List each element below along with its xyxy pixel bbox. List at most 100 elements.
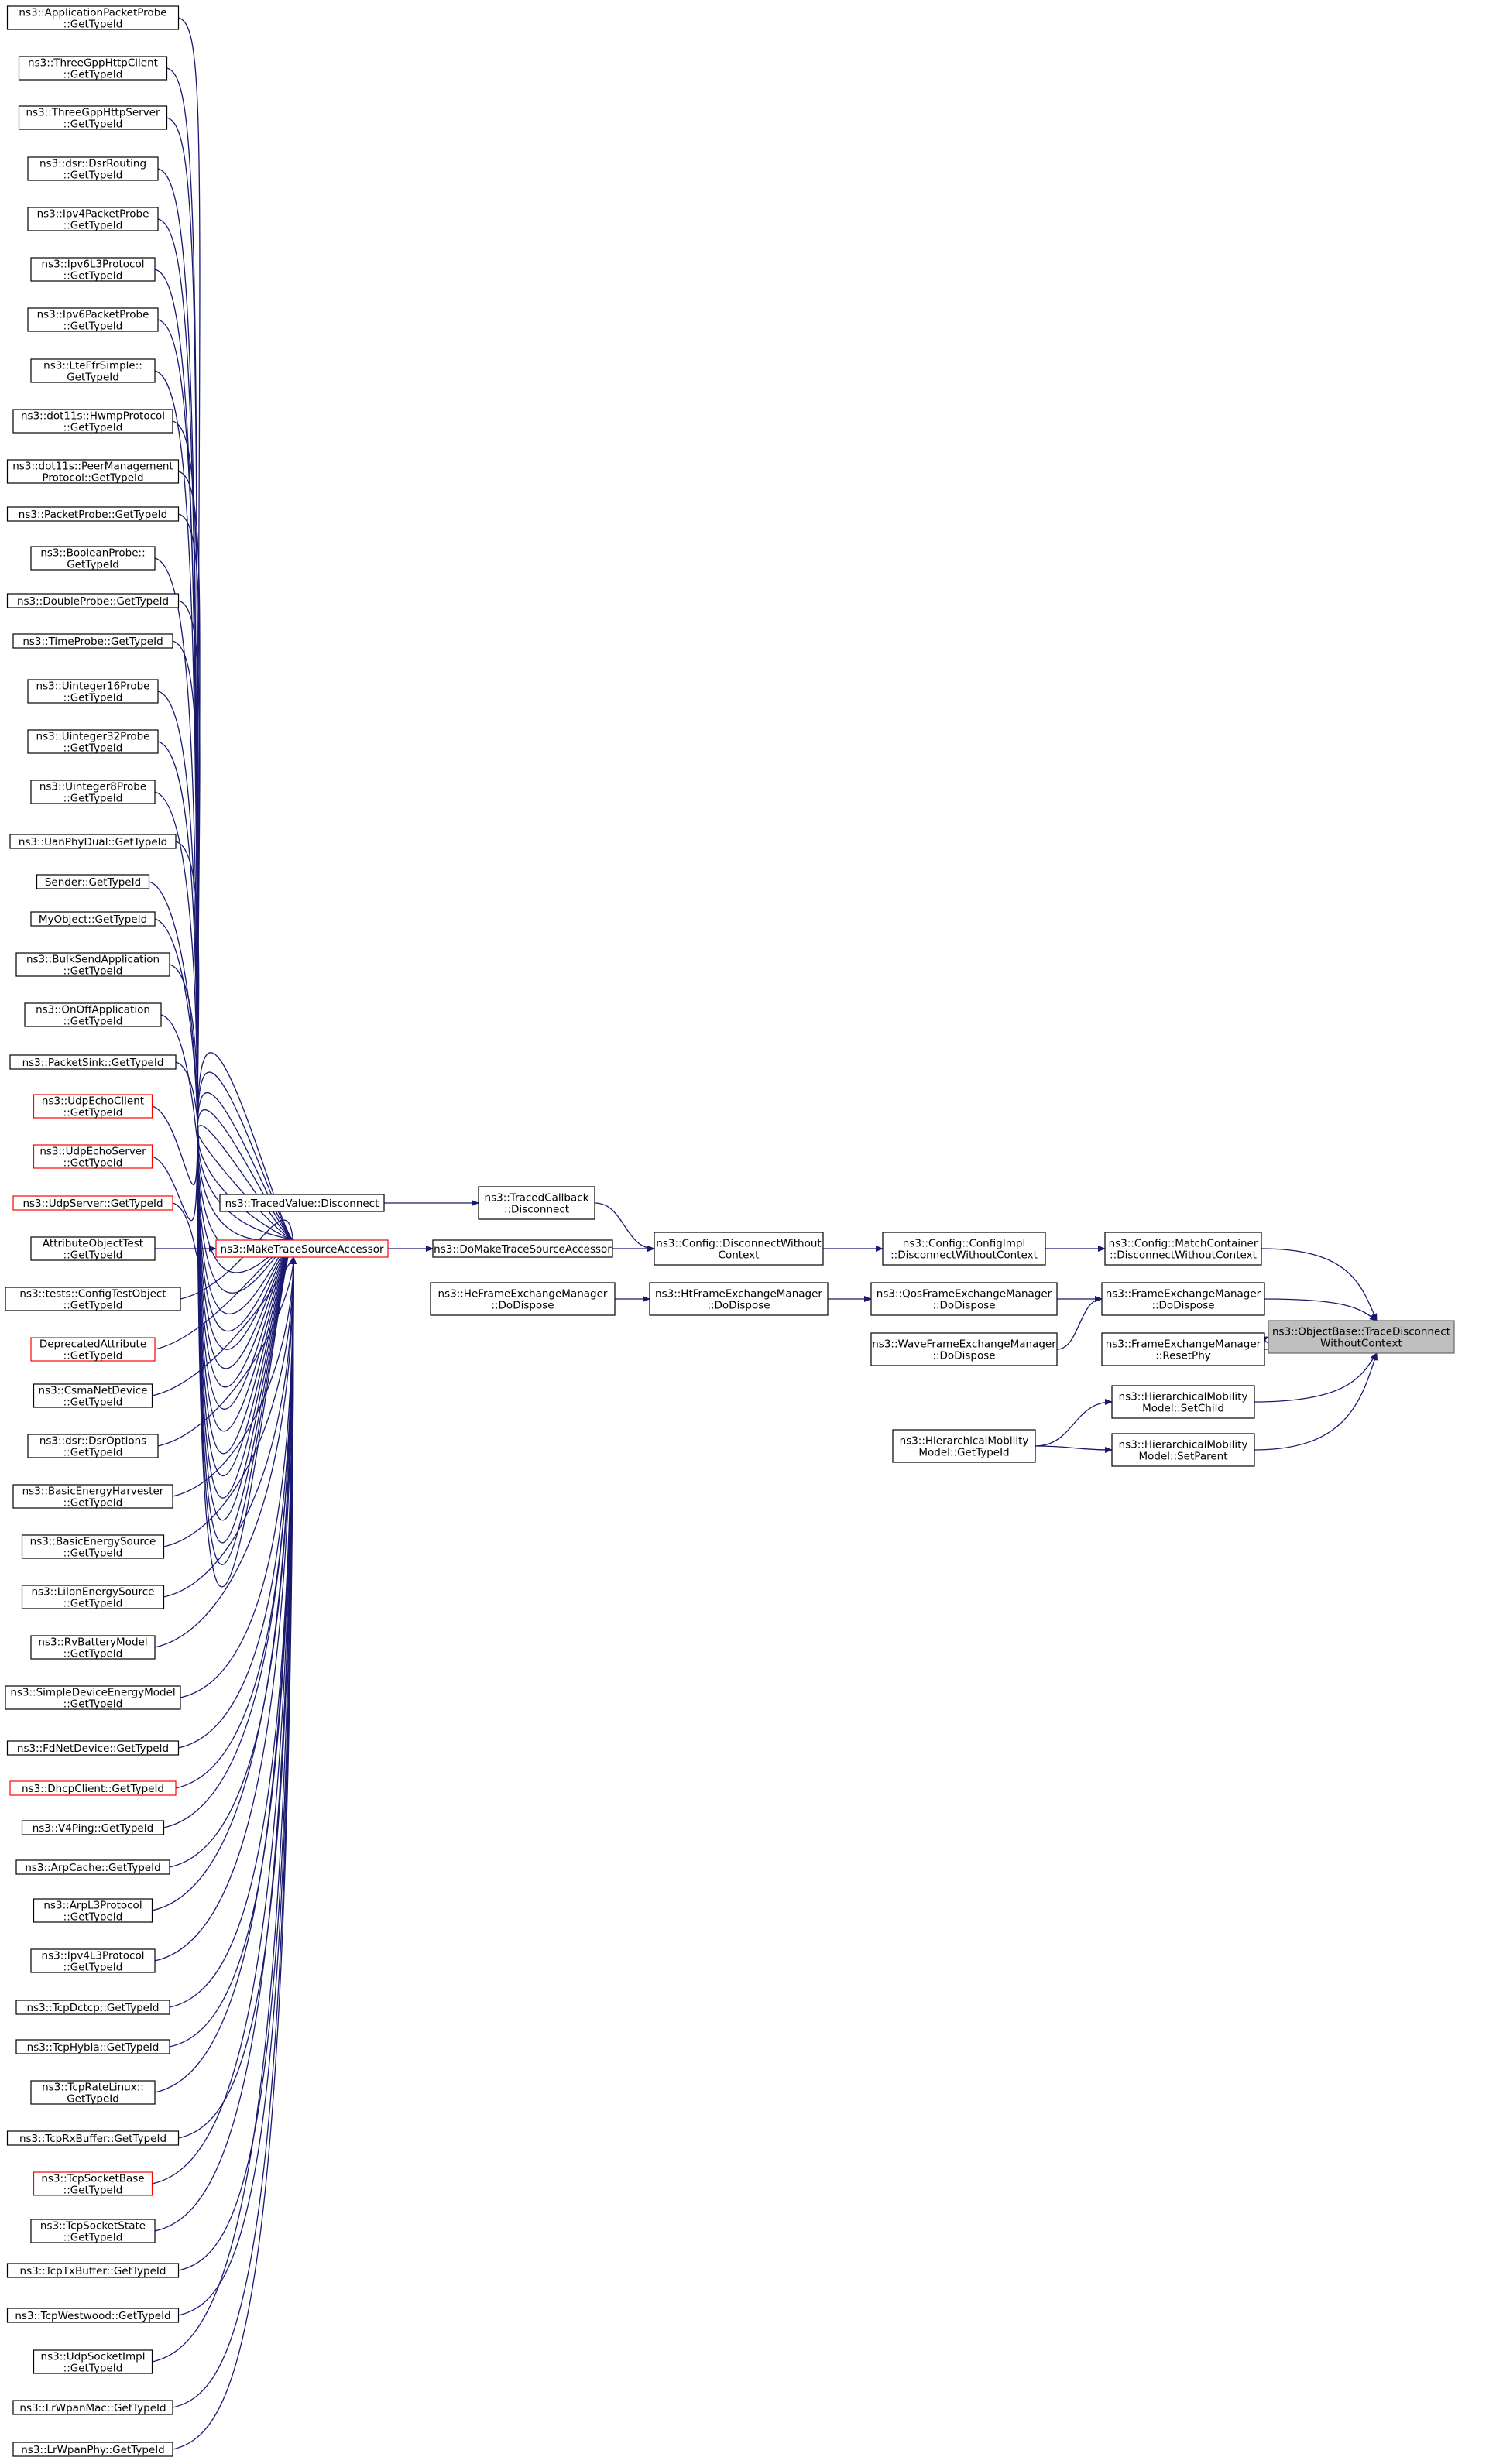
node-label: ns3::RvBatteryModel xyxy=(38,1636,147,1649)
graph-node-tcd[interactable]: ns3::TracedCallback::Disconnect xyxy=(478,1186,595,1220)
graph-node-L46[interactable]: ns3::TcpSocketBase::GetTypeId xyxy=(33,2171,153,2197)
graph-node-L6[interactable]: ns3::Ipv6PacketProbe::GetTypeId xyxy=(27,307,159,333)
edge-L29-to-mtsa xyxy=(152,1249,296,1396)
graph-node-L34[interactable]: ns3::RvBatteryModel::GetTypeId xyxy=(30,1635,156,1660)
graph-node-L36[interactable]: ns3::FdNetDevice::GetTypeId xyxy=(6,1740,180,1756)
graph-node-L52[interactable]: ns3::LrWpanPhy::GetTypeId xyxy=(12,2442,173,2457)
node-box xyxy=(478,1186,595,1220)
node-label: ns3::FrameExchangeManager xyxy=(1106,1338,1261,1351)
graph-node-heDispose[interactable]: ns3::HeFrameExchangeManager::DoDispose xyxy=(430,1282,616,1316)
node-label: DeprecatedAttribute xyxy=(39,1338,146,1351)
graph-node-L31[interactable]: ns3::BasicEnergyHarvester::GetTypeId xyxy=(12,1484,173,1510)
graph-node-L17[interactable]: ns3::UanPhyDual::GetTypeId xyxy=(9,834,177,849)
edge-L52-to-mtsa xyxy=(172,1256,297,2450)
graph-node-domtsa[interactable]: ns3::DoMakeTraceSourceAccessor xyxy=(432,1239,613,1258)
graph-node-L32[interactable]: ns3::BasicEnergySource::GetTypeId xyxy=(21,1534,165,1560)
node-label: ns3::DhcpClient::GetTypeId xyxy=(22,1783,164,1795)
graph-node-L7[interactable]: ns3::LteFfrSimple::GetTypeId xyxy=(30,358,156,384)
graph-node-L19[interactable]: MyObject::GetTypeId xyxy=(30,911,156,927)
graph-node-L0[interactable]: ns3::ApplicationPacketProbe::GetTypeId xyxy=(6,5,180,31)
graph-node-waveDispose[interactable]: ns3::WaveFrameExchangeManager::DoDispose xyxy=(870,1332,1058,1366)
graph-node-L2[interactable]: ns3::ThreeGppHttpServer::GetTypeId xyxy=(18,105,168,131)
graph-node-L45[interactable]: ns3::TcpRxBuffer::GetTypeId xyxy=(6,2130,180,2146)
graph-node-L20[interactable]: ns3::BulkSendApplication::GetTypeId xyxy=(15,952,170,978)
edge-L46-to-mtsa xyxy=(152,1256,297,2185)
graph-node-L25[interactable]: ns3::UdpServer::GetTypeId xyxy=(12,1195,173,1211)
graph-node-L13[interactable]: ns3::TimeProbe::GetTypeId xyxy=(12,633,173,649)
graph-node-L37[interactable]: ns3::DhcpClient::GetTypeId xyxy=(9,1780,177,1796)
graph-node-L38[interactable]: ns3::V4Ping::GetTypeId xyxy=(21,1820,165,1835)
graph-node-L16[interactable]: ns3::Uinteger8Probe::GetTypeId xyxy=(30,780,156,805)
graph-node-obj[interactable]: ns3::ObjectBase::TraceDisconnectWithoutC… xyxy=(1268,1320,1455,1354)
graph-node-L24[interactable]: ns3::UdpEchoServer::GetTypeId xyxy=(33,1144,153,1170)
graph-node-L27[interactable]: ns3::tests::ConfigTestObject::GetTypeId xyxy=(5,1287,181,1312)
node-label: ::DoDispose xyxy=(932,1300,995,1312)
graph-node-L14[interactable]: ns3::Uinteger16Probe::GetTypeId xyxy=(27,679,159,704)
graph-node-L50[interactable]: ns3::UdpSocketImpl::GetTypeId xyxy=(33,2349,153,2375)
graph-node-L43[interactable]: ns3::TcpHybla::GetTypeId xyxy=(15,2039,170,2054)
graph-node-L18[interactable]: Sender::GetTypeId xyxy=(36,874,150,889)
graph-node-L40[interactable]: ns3::ArpL3Protocol::GetTypeId xyxy=(33,1898,153,1924)
graph-node-L29[interactable]: ns3::CsmaNetDevice::GetTypeId xyxy=(33,1383,153,1409)
node-label: ns3::ArpCache::GetTypeId xyxy=(25,1862,160,1874)
node-box xyxy=(30,546,156,571)
node-label: ns3::HierarchicalMobility xyxy=(1119,1439,1248,1451)
graph-node-L3[interactable]: ns3::dsr::DsrRouting::GetTypeId xyxy=(27,156,159,182)
graph-node-L33[interactable]: ns3::LiIonEnergySource::GetTypeId xyxy=(21,1585,165,1610)
graph-node-L8[interactable]: ns3::dot11s::HwmpProtocol::GetTypeId xyxy=(12,409,173,434)
node-label: ::GetTypeId xyxy=(63,1107,123,1119)
graph-node-L42[interactable]: ns3::TcpDctcp::GetTypeId xyxy=(15,2000,170,2015)
node-box xyxy=(18,105,168,130)
graph-node-L47[interactable]: ns3::TcpSocketState::GetTypeId xyxy=(30,2219,156,2244)
graph-node-L39[interactable]: ns3::ArpCache::GetTypeId xyxy=(15,1859,170,1875)
node-label: ns3::V4Ping::GetTypeId xyxy=(33,1822,154,1835)
graph-node-qosDispose[interactable]: ns3::QosFrameExchangeManager::DoDispose xyxy=(870,1282,1058,1316)
node-label: ::GetTypeId xyxy=(63,1016,123,1028)
graph-node-L48[interactable]: ns3::TcpTxBuffer::GetTypeId xyxy=(6,2263,180,2278)
graph-node-L22[interactable]: ns3::PacketSink::GetTypeId xyxy=(9,1054,177,1070)
graph-node-L10[interactable]: ns3::PacketProbe::GetTypeId xyxy=(6,506,180,522)
graph-node-L12[interactable]: ns3::DoubleProbe::GetTypeId xyxy=(6,593,180,608)
node-box xyxy=(5,1685,181,1710)
graph-node-cfgImpl[interactable]: ns3::Config::ConfigImpl::DisconnectWitho… xyxy=(882,1232,1046,1266)
node-box xyxy=(12,409,173,434)
graph-node-L49[interactable]: ns3::TcpWestwood::GetTypeId xyxy=(6,2308,180,2323)
graph-node-L44[interactable]: ns3::TcpRateLinux::GetTypeId xyxy=(30,2080,156,2106)
graph-node-L1[interactable]: ns3::ThreeGppHttpClient::GetTypeId xyxy=(18,56,168,81)
graph-node-L11[interactable]: ns3::BooleanProbe::GetTypeId xyxy=(30,546,156,571)
graph-node-L21[interactable]: ns3::OnOffApplication::GetTypeId xyxy=(24,1002,162,1028)
node-box xyxy=(12,1484,173,1509)
graph-node-L41[interactable]: ns3::Ipv4L3Protocol::GetTypeId xyxy=(30,1948,156,1974)
graph-node-matchCont[interactable]: ns3::Config::MatchContainer::DisconnectW… xyxy=(1104,1232,1262,1266)
node-box xyxy=(27,729,159,754)
graph-node-L51[interactable]: ns3::LrWpanMac::GetTypeId xyxy=(12,2400,173,2415)
node-label: ns3::FrameExchangeManager xyxy=(1106,1288,1261,1301)
node-box xyxy=(15,2000,170,2015)
node-label: ns3::ArpL3Protocol xyxy=(43,1900,142,1912)
graph-node-L15[interactable]: ns3::Uinteger32Probe::GetTypeId xyxy=(27,729,159,755)
graph-node-L4[interactable]: ns3::Ipv4PacketProbe::GetTypeId xyxy=(27,207,159,232)
graph-node-hmmGet[interactable]: ns3::HierarchicalMobilityModel::GetTypeI… xyxy=(892,1429,1036,1463)
graph-node-L26[interactable]: AttributeObjectTest::GetTypeId xyxy=(30,1236,156,1262)
graph-node-tvd[interactable]: ns3::TracedValue::Disconnect xyxy=(219,1194,385,1212)
graph-node-L23[interactable]: ns3::UdpEchoClient::GetTypeId xyxy=(33,1094,153,1119)
edge-L8-to-mtsa xyxy=(172,420,294,1410)
graph-node-L28[interactable]: DeprecatedAttribute::GetTypeId xyxy=(30,1337,156,1362)
graph-node-cfgDwc[interactable]: ns3::Config::DisconnectWithoutContext xyxy=(654,1232,824,1266)
graph-node-mtsa[interactable]: ns3::MakeTraceSourceAccessor xyxy=(215,1239,389,1258)
graph-node-hmmParent[interactable]: ns3::HierarchicalMobilityModel::SetParen… xyxy=(1111,1433,1255,1467)
edge-L31-to-mtsa xyxy=(172,1256,297,1497)
graph-node-L5[interactable]: ns3::Ipv6L3Protocol::GetTypeId xyxy=(30,257,156,283)
graph-node-L9[interactable]: ns3::dot11s::PeerManagementProtocol::Get… xyxy=(6,459,180,485)
graph-node-L30[interactable]: ns3::dsr::DsrOptions::GetTypeId xyxy=(27,1434,159,1459)
node-label: ns3::SimpleDeviceEnergyModel xyxy=(10,1687,175,1699)
graph-node-femDispose[interactable]: ns3::FrameExchangeManager::DoDispose xyxy=(1101,1282,1265,1316)
graph-node-femReset[interactable]: ns3::FrameExchangeManager::ResetPhy xyxy=(1101,1332,1265,1366)
node-label: ::GetTypeId xyxy=(63,965,123,978)
node-box xyxy=(30,2219,156,2243)
graph-node-htDispose[interactable]: ns3::HtFrameExchangeManager::DoDispose xyxy=(649,1282,829,1316)
graph-node-L35[interactable]: ns3::SimpleDeviceEnergyModel::GetTypeId xyxy=(5,1685,181,1711)
node-label: ns3::dot11s::PeerManagement xyxy=(12,461,173,473)
node-label: ::GetTypeId xyxy=(63,793,123,805)
